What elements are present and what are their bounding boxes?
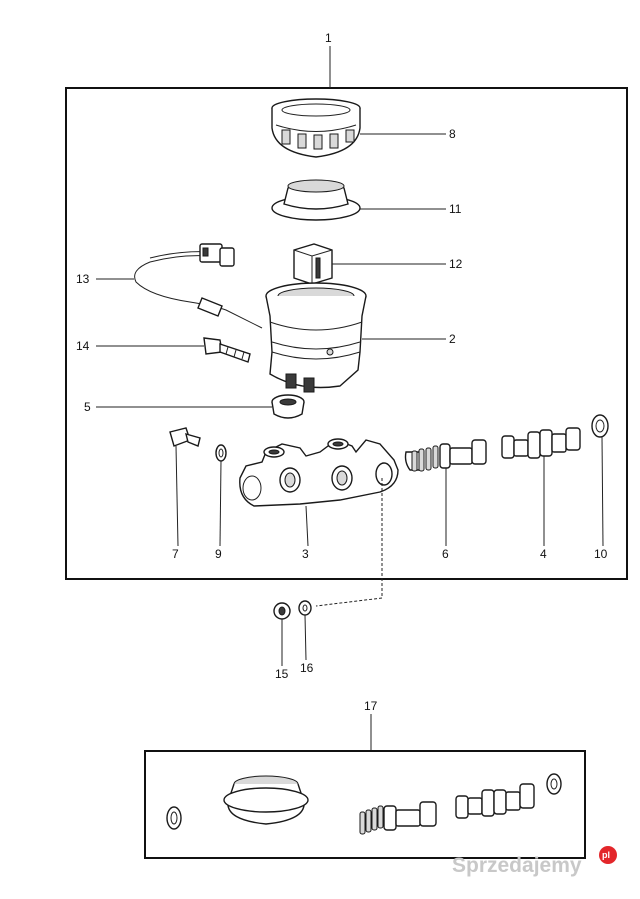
label-14: 14 <box>76 339 90 353</box>
label-1: 1 <box>325 31 332 45</box>
label-12: 12 <box>449 257 463 271</box>
kit-washer <box>166 806 182 830</box>
part-4-primary-piston <box>501 427 581 546</box>
part-14-grommet-bolt <box>203 337 251 363</box>
label-7: 7 <box>172 547 179 561</box>
part-3-cylinder-body <box>239 438 399 547</box>
label-16: 16 <box>300 661 314 675</box>
label-11: 11 <box>449 202 462 216</box>
watermark-logo: Sprzedajemy pl <box>452 846 617 877</box>
label-15: 15 <box>275 667 289 681</box>
label-4: 4 <box>540 547 547 561</box>
kit-snap-ring <box>546 773 562 795</box>
kit-primary-piston <box>455 783 535 819</box>
part-16-washer <box>298 600 312 661</box>
label-13: 13 <box>76 272 90 286</box>
watermark-suffix: pl <box>602 850 610 860</box>
part-13-level-sensor <box>134 243 263 329</box>
part-7-fitting <box>169 427 201 547</box>
kit-secondary-piston <box>359 801 437 835</box>
assembly-frame-kit <box>144 750 586 859</box>
label-6: 6 <box>442 547 449 561</box>
watermark-dot <box>599 846 617 864</box>
kit-diaphragm <box>223 775 309 825</box>
part-10-snap-ring <box>591 414 609 547</box>
part-9-washer <box>215 444 227 547</box>
part-11-diaphragm <box>271 179 361 221</box>
label-5: 5 <box>84 400 91 414</box>
label-10: 10 <box>594 547 608 561</box>
part-5-grommet <box>271 394 305 419</box>
label-8: 8 <box>449 127 456 141</box>
label-9: 9 <box>215 547 222 561</box>
leader-15-16-dashed <box>315 478 383 607</box>
label-3: 3 <box>302 547 309 561</box>
part-8-cap-ring <box>271 98 361 158</box>
assembly-frame-main <box>65 87 628 580</box>
part-6-secondary-piston <box>404 439 487 546</box>
part-12-float <box>293 243 333 285</box>
part-15-nut <box>273 602 291 666</box>
watermark-text: Sprzedajemy <box>452 854 582 877</box>
part-2-reservoir <box>265 282 367 393</box>
label-2: 2 <box>449 332 456 346</box>
label-17: 17 <box>364 699 378 713</box>
